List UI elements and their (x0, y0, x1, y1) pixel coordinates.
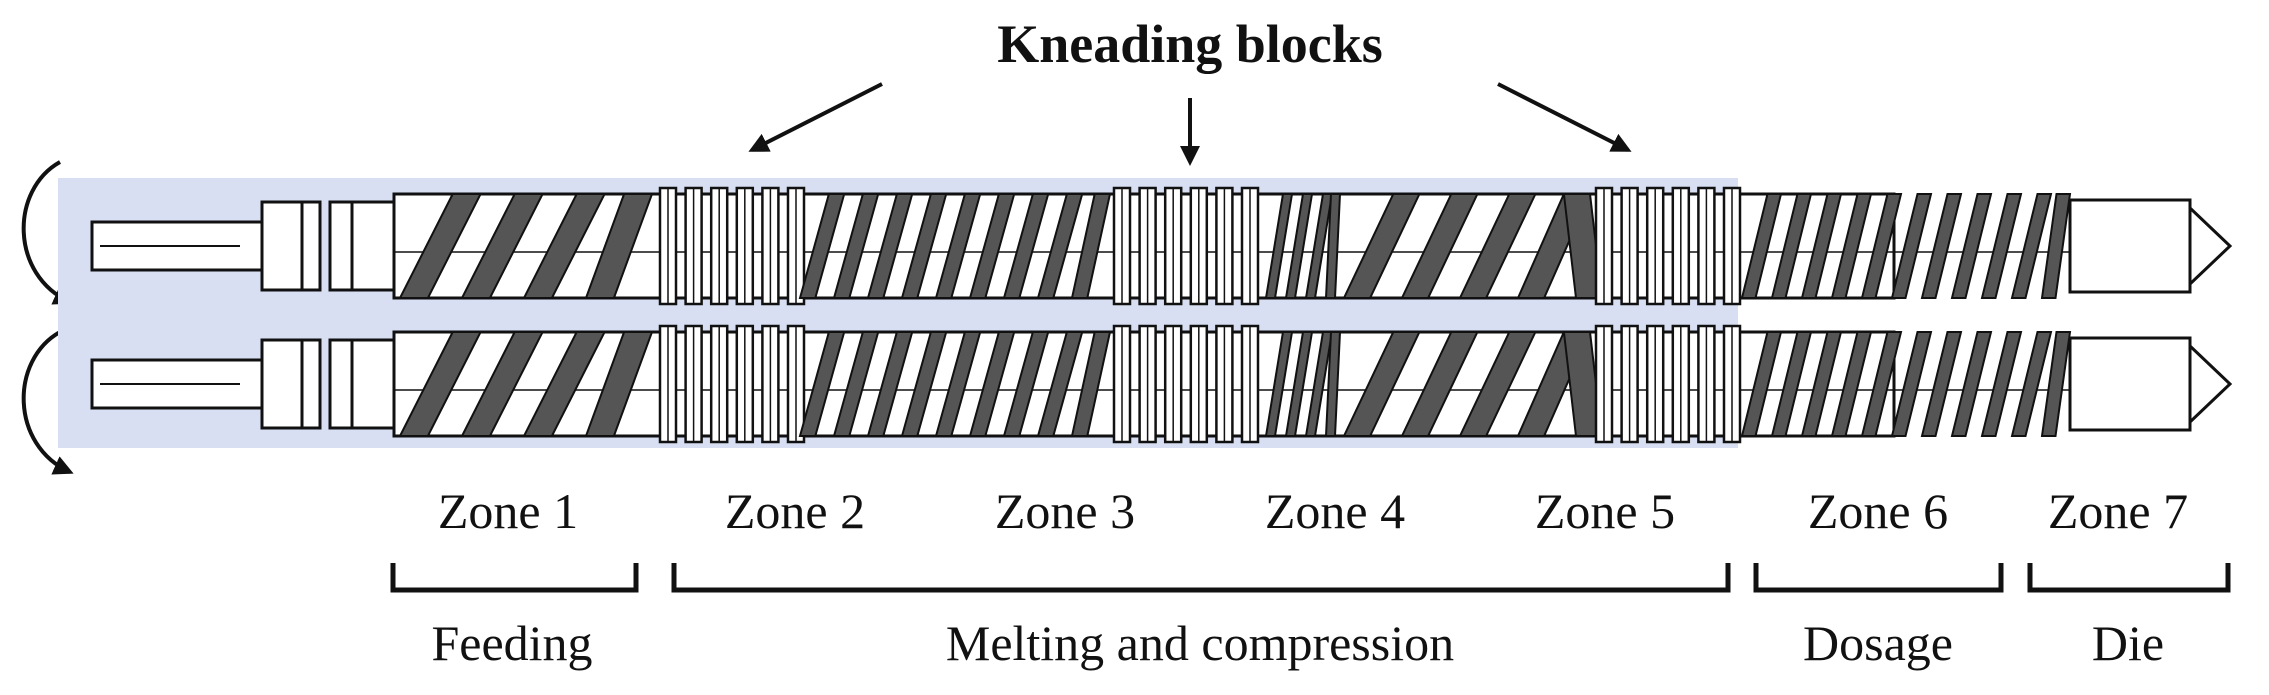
flight-zone-3 (1002, 193, 1050, 299)
phase-label-melting-compression: Melting and compression (946, 615, 1454, 671)
flight-zone-4b (1562, 331, 1604, 437)
flight-zone-3 (1070, 331, 1112, 437)
flight-zone-1 (522, 193, 607, 299)
flight-zone-4a (1264, 331, 1294, 437)
screw-assembly (58, 178, 2233, 448)
flight-zone-3 (798, 331, 846, 437)
screw-bottom (90, 324, 2233, 444)
flight-zone-6 (1980, 331, 2023, 437)
flight-zone-3 (832, 331, 880, 437)
phase-label-feeding: Feeding (431, 615, 592, 671)
flight-zone-6 (1830, 331, 1873, 437)
bracket-dosage (1753, 563, 2004, 593)
flight-zone-6 (1740, 193, 1783, 299)
flight-zone-4b (1458, 331, 1537, 437)
flight-zone-6 (1980, 193, 2023, 299)
flight-zone-1 (522, 331, 607, 437)
screw-tip (2188, 342, 2233, 426)
flight-zone-1 (584, 331, 654, 437)
flight-zone-3 (934, 193, 982, 299)
flight-zone-4b (1458, 193, 1537, 299)
flight-zone-6 (1890, 193, 1933, 299)
flight-zone-4b (1562, 193, 1604, 299)
flight-zone-6 (1830, 193, 1873, 299)
flight-zone-6 (1920, 193, 1963, 299)
flight-zone-6 (1890, 331, 1933, 437)
flight-zone-6 (1950, 331, 1993, 437)
die-section (2068, 198, 2192, 294)
shaft-collar (260, 338, 304, 430)
shaft-collar (300, 200, 322, 292)
flight-zone-6 (1770, 193, 1813, 299)
zone-label-6: Zone 6 (1808, 483, 1948, 539)
flight-zone-3 (934, 331, 982, 437)
flight-zone-4b (1400, 331, 1479, 437)
kneading-arrow-left (748, 82, 883, 152)
flight-zone-6 (2040, 193, 2072, 299)
flight-zone-6 (1800, 193, 1843, 299)
zone-label-4: Zone 4 (1265, 483, 1405, 539)
flight-zone-3 (798, 193, 846, 299)
bracket-die (2027, 563, 2231, 593)
screw-tip (2188, 204, 2233, 288)
flight-zone-4a (1264, 193, 1294, 299)
diagram-title: Kneading blocks (997, 14, 1383, 74)
flight-zone-4a (1284, 193, 1314, 299)
zone-label-5: Zone 5 (1535, 483, 1675, 539)
flight-zone-6 (2010, 331, 2053, 437)
flight-zone-3 (1070, 193, 1112, 299)
shaft-collar (260, 200, 304, 292)
flight-zone-1 (460, 331, 545, 437)
rotation-arrow-bottom (21, 330, 74, 475)
flight-zone-6 (2040, 331, 2072, 437)
flight-zone-6 (2010, 193, 2053, 299)
shaft-collar (350, 338, 396, 430)
bracket-melting-compression (671, 563, 1731, 593)
zone-label-2: Zone 2 (725, 483, 865, 539)
flight-zone-6 (1860, 193, 1903, 299)
screw-top (90, 186, 2233, 306)
die-section (2068, 336, 2192, 432)
flight-zone-3 (1036, 193, 1084, 299)
flight-zone-4b (1342, 331, 1421, 437)
shaft-collar (328, 200, 354, 292)
flight-zone-3 (866, 331, 914, 437)
flight-zone-4b (1342, 193, 1421, 299)
zone-label-1: Zone 1 (438, 483, 578, 539)
flight-zone-4b (1400, 193, 1479, 299)
flight-zone-3 (866, 193, 914, 299)
shaft-collar (300, 338, 322, 430)
flight-zone-6 (1770, 331, 1813, 437)
flight-zone-1 (398, 193, 483, 299)
flight-zone-4a (1284, 331, 1314, 437)
flight-zone-6 (1800, 331, 1843, 437)
flight-zone-3 (968, 193, 1016, 299)
flight-zone-3 (900, 331, 948, 437)
flight-zone-6 (1860, 331, 1903, 437)
shaft-collar (328, 338, 354, 430)
bracket-feeding (390, 563, 639, 593)
flight-zone-3 (832, 193, 880, 299)
zone-label-7: Zone 7 (2048, 483, 2188, 539)
flight-zone-1 (584, 193, 654, 299)
rotation-arrow-top (21, 160, 74, 305)
flight-zone-1 (460, 193, 545, 299)
flight-zone-1 (398, 331, 483, 437)
flight-zone-6 (1950, 193, 1993, 299)
flight-zone-4a (1324, 193, 1342, 299)
shaft-collar (350, 200, 396, 292)
kneading-arrow-right (1497, 82, 1632, 152)
flight-zone-3 (1036, 331, 1084, 437)
flight-zone-3 (900, 193, 948, 299)
flight-zone-3 (1002, 331, 1050, 437)
phase-label-dosage: Dosage (1803, 615, 1953, 671)
zone-label-3: Zone 3 (995, 483, 1135, 539)
flight-zone-6 (1740, 331, 1783, 437)
phase-label-die: Die (2092, 615, 2164, 671)
flight-zone-4a (1324, 331, 1342, 437)
flight-zone-6 (1920, 331, 1963, 437)
flight-zone-3 (968, 331, 1016, 437)
